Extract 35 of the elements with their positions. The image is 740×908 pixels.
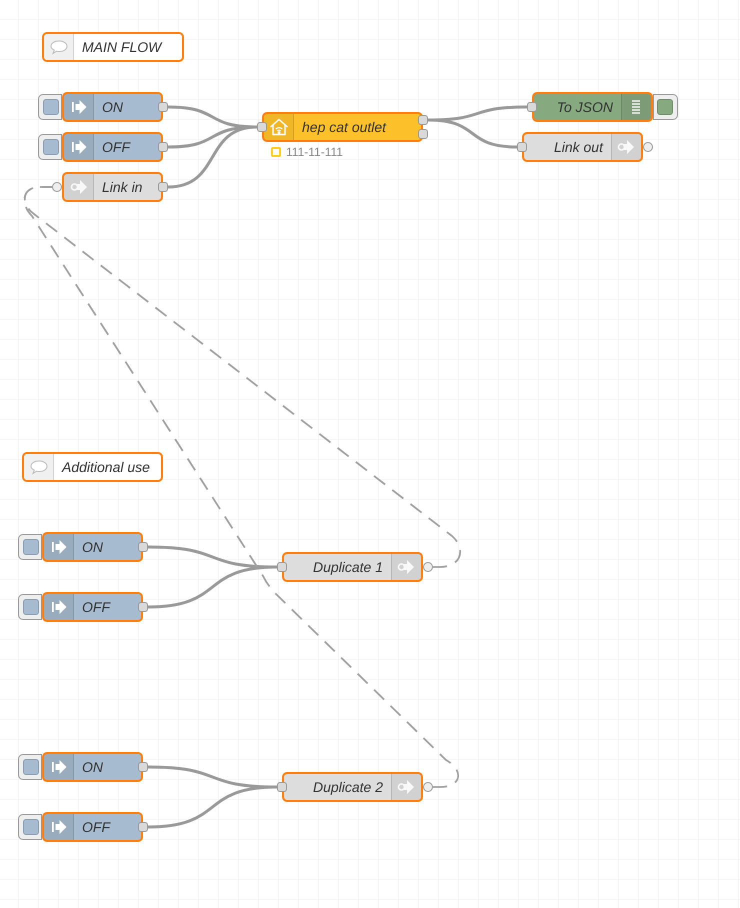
- node-label: OFF: [82, 599, 110, 615]
- comment-node: [42, 32, 184, 62]
- node-label: Link out: [554, 139, 603, 155]
- link-out-node: [277, 552, 433, 582]
- debug-node: [527, 92, 678, 122]
- node-label: OFF: [102, 139, 130, 155]
- node-label: ON: [82, 539, 103, 555]
- wire: [148, 566, 278, 608]
- inject-node: [18, 532, 148, 562]
- dashed-link-wire: [24, 186, 459, 788]
- wire: [428, 118, 518, 148]
- wire: [148, 786, 278, 828]
- inject-node: [38, 132, 168, 162]
- node-label: To JSON: [556, 99, 613, 115]
- link-out-node: [517, 132, 653, 162]
- node-label: Additional use: [62, 459, 150, 475]
- wire: [168, 126, 258, 188]
- link-in-node: [52, 172, 168, 202]
- dashed-link-wire: [24, 186, 461, 568]
- inject-node: [18, 752, 148, 782]
- device-node: [257, 112, 428, 142]
- node-label: Duplicate 2: [312, 779, 383, 795]
- node-label: ON: [82, 759, 103, 775]
- inject-node: [18, 592, 148, 622]
- node-label: Duplicate 1: [312, 559, 383, 575]
- inject-node: [38, 92, 168, 122]
- node-label: hep cat outlet: [302, 119, 386, 135]
- node-label: ON: [102, 99, 123, 115]
- comment-node: [22, 452, 163, 482]
- inject-node: [18, 812, 148, 842]
- link-out-node: [277, 772, 433, 802]
- node-label: Link in: [102, 179, 142, 195]
- node-label: MAIN FLOW: [82, 39, 162, 55]
- status-text: 111-11-111: [286, 145, 343, 159]
- node-label: OFF: [82, 819, 110, 835]
